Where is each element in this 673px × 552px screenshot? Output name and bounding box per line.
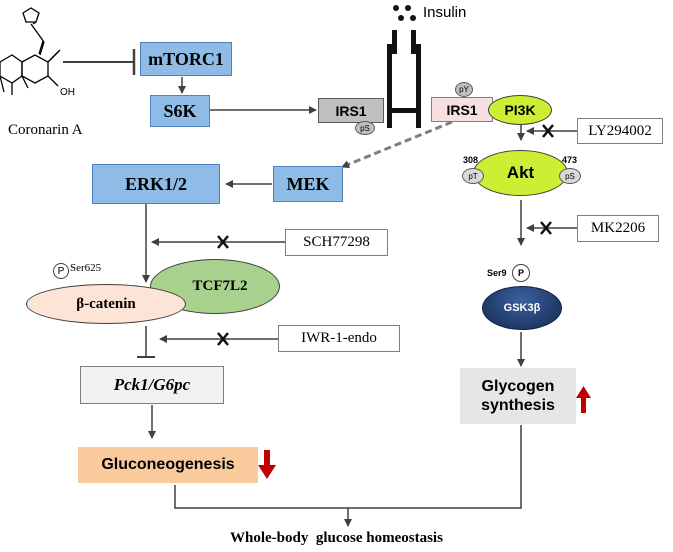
mek-node: MEK [273,166,343,202]
ser625-label: Ser625 [70,262,102,274]
pt-badge: pT [462,168,484,184]
ps-badge: pS [355,121,375,135]
increase-arrow-icon [576,386,591,413]
akt-node: Akt [473,150,568,196]
akt-site-308: 308 [463,155,479,165]
p-ser9-badge: P [512,264,530,282]
s6k-node: S6K [150,95,210,127]
decrease-arrow-icon [258,450,276,479]
irs1-left-node: IRS1 [318,98,384,123]
pck1-g6pc-node: Pck1/G6pc [80,366,224,404]
gluconeogenesis-node: Gluconeogenesis [78,447,258,483]
glycogen-line1: Glycogen [481,378,555,395]
beta-catenin-node: β-catenin [26,284,186,324]
erk-node: ERK1/2 [92,164,220,204]
glycogen-line2: synthesis [481,397,555,414]
homeostasis-label: Whole-body glucose homeostasis [230,530,443,546]
compound-name: Coronarin A [8,122,83,138]
pi3k-node: PI3K [488,95,552,125]
insulin-receptor [387,30,421,128]
ser9-label: Ser9 [487,268,507,278]
ly294002-inhibitor: LY294002 [577,118,663,144]
mtorc1-node: mTORC1 [140,42,232,76]
p-ser625-badge: P [53,263,69,279]
insulin-label: Insulin [423,4,467,21]
sch77298-inhibitor: SCH77298 [285,229,388,256]
glycogen-synthesis-node: Glycogen synthesis [460,368,576,424]
insulin-dots [393,5,416,21]
coronarin-a-structure [0,7,61,95]
irs1-right-node: IRS1 [431,97,493,122]
oh-label: OH [60,87,75,98]
iwr-1-endo-inhibitor: IWR-1-endo [278,325,400,352]
ps-akt-badge: pS [559,168,581,184]
gsk3b-node: GSK3β [482,286,562,330]
mk2206-inhibitor: MK2206 [577,215,659,242]
py-badge: pY [455,82,473,97]
akt-site-473: 473 [562,155,578,165]
